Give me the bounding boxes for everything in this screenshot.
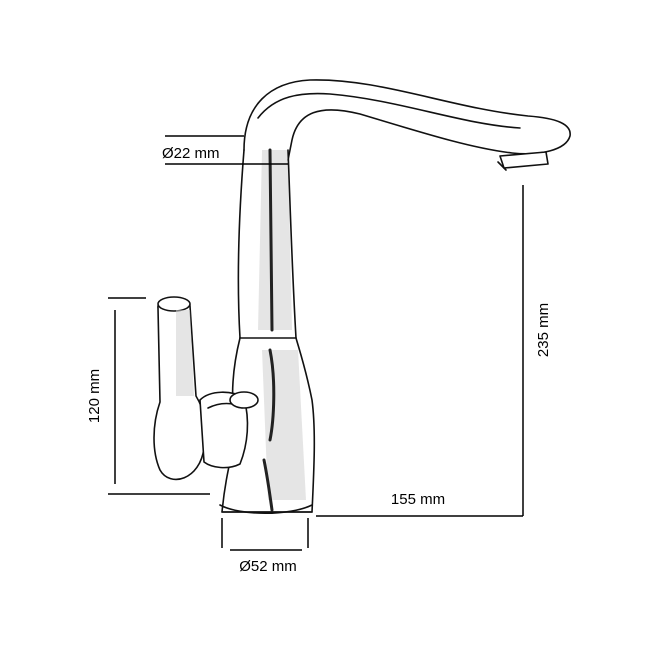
lever-top-cap [157, 296, 191, 312]
spout-diameter-label: Ø22 mm [162, 145, 220, 162]
base-diameter-label: Ø52 mm [239, 558, 297, 575]
lever-height-label: 120 mm [86, 369, 103, 423]
faucet-base [219, 504, 313, 515]
dimension-base-diameter: Ø52 mm [221, 518, 309, 575]
dimension-spout-reach: 155 mm [316, 491, 523, 517]
dimension-spout-height: 235 mm [522, 185, 552, 516]
faucet-illustration [153, 79, 571, 515]
faucet-body [221, 337, 316, 513]
faucet-lever [153, 296, 259, 481]
aerator-icon [499, 151, 549, 169]
spout-height-label: 235 mm [535, 303, 552, 357]
dimension-lever-height: 120 mm [86, 297, 210, 495]
lever-pivot-cap [229, 391, 259, 409]
dimension-spout-diameter: Ø22 mm [162, 135, 288, 165]
spout-reach-label: 155 mm [391, 491, 445, 508]
faucet-spout [243, 79, 571, 171]
faucet-neck [237, 148, 297, 344]
